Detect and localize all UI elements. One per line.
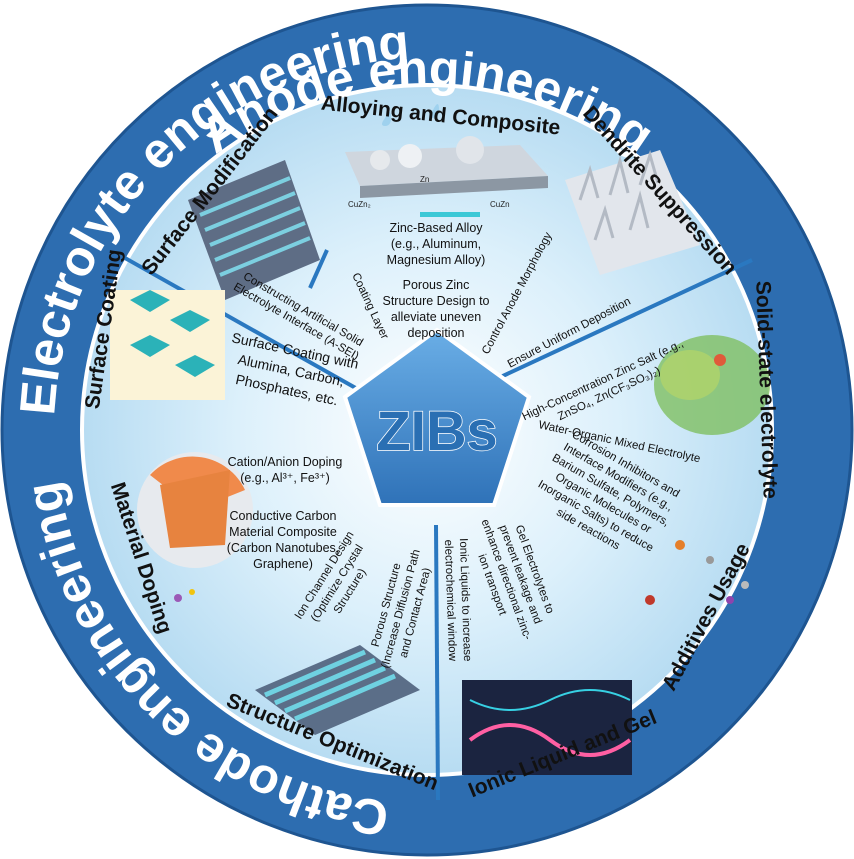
center-title: ZIBs	[376, 399, 497, 462]
svg-text:(e.g., Aluminum,: (e.g., Aluminum,	[391, 237, 481, 251]
svg-text:Cation/Anion Doping: Cation/Anion Doping	[228, 455, 343, 469]
label-cuzn: CuZn	[490, 200, 510, 209]
svg-text:Zinc-Based Alloy: Zinc-Based Alloy	[389, 221, 483, 235]
svg-text:electrochemical window: electrochemical window	[442, 539, 458, 661]
label-zn: Zn	[420, 175, 429, 184]
divider-upper-right	[461, 258, 753, 397]
svg-text:Ionic Liquids to increase: Ionic Liquids to increase	[457, 538, 473, 662]
note-ionic-liquids-window: Ionic Liquids to increase electrochemica…	[442, 538, 473, 662]
additives-illustration	[645, 540, 749, 605]
dendrite-illustration	[565, 149, 700, 275]
svg-text:(e.g., Al³⁺, Fe³⁺): (e.g., Al³⁺, Fe³⁺)	[240, 471, 330, 485]
svg-text:Structure Design to: Structure Design to	[383, 294, 490, 308]
label-cuzn2: CuZn₂	[348, 200, 371, 209]
svg-text:Conductive Carbon: Conductive Carbon	[229, 509, 336, 523]
note-zinc-alloy: Zinc-Based Alloy (e.g., Aluminum, Magnes…	[387, 221, 486, 267]
svg-text:(Carbon Nanotubes,: (Carbon Nanotubes,	[227, 541, 340, 555]
surface-modification-illustration	[188, 160, 320, 300]
note-cation-doping: Cation/Anion Doping (e.g., Al³⁺, Fe³⁺)	[228, 455, 343, 485]
segment-dividers	[124, 249, 753, 801]
solid-state-illustration	[654, 335, 770, 435]
alloying-illustration: Zn CuZn₂ CuZn	[345, 104, 548, 217]
svg-text:deposition: deposition	[408, 326, 465, 340]
ionic-liquid-illustration	[462, 680, 632, 775]
divider-upper-left	[124, 256, 401, 415]
center-pentagon	[342, 327, 532, 507]
structure-optimization-illustration	[255, 645, 420, 735]
material-doping-illustration	[137, 452, 253, 602]
note-conductive-carbon: Conductive Carbon Material Composite (Ca…	[227, 509, 340, 571]
svg-text:Graphene): Graphene)	[253, 557, 313, 571]
inner-disk-edge	[80, 83, 774, 777]
svg-text:Magnesium Alloy): Magnesium Alloy)	[387, 253, 486, 267]
divider-anode-left	[308, 249, 329, 289]
note-porous-zinc: Porous Zinc Structure Design to alleviat…	[383, 278, 490, 340]
outer-ring-edge	[0, 3, 854, 857]
surface-coating-illustration	[110, 290, 225, 400]
svg-text:Material Composite: Material Composite	[229, 525, 337, 539]
svg-text:alleviate uneven: alleviate uneven	[391, 310, 481, 324]
svg-text:Porous Zinc: Porous Zinc	[403, 278, 470, 292]
divider-bottom	[434, 524, 440, 801]
